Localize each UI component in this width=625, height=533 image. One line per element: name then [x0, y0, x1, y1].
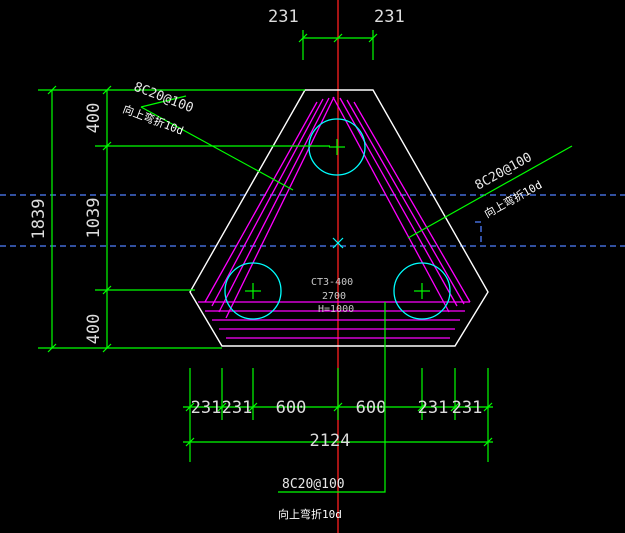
dimension-lines — [38, 30, 493, 462]
centroid-mark — [332, 237, 344, 249]
pile-centers — [245, 139, 430, 299]
bottom-dim-3: 600 — [276, 398, 307, 418]
rebar-right-leg — [332, 96, 471, 313]
left-dim-overall: 1839 — [29, 199, 49, 240]
rebar-callout-right: 8C20@100 向上弯折10d — [407, 145, 573, 239]
pile-cap-id: CT3-400 — [311, 277, 353, 288]
bottom-dim-5: 231 — [418, 398, 449, 418]
bottom-dim-6: 231 — [452, 398, 483, 418]
bottom-dim-2: 231 — [222, 398, 253, 418]
rebar-callout-3-spec: 8C20@100 — [282, 477, 345, 492]
rebar-callout-3-note: 向上弯折10d — [278, 507, 342, 521]
hidden-line-tick — [475, 221, 482, 246]
pile-left — [224, 262, 282, 320]
piles — [224, 118, 451, 320]
bottom-dim-total: 2124 — [310, 431, 351, 451]
rebar-callout-top-left: 8C20@100 向上弯折10d — [121, 80, 294, 191]
left-dim-bottom: 400 — [84, 314, 104, 345]
bottom-dim-1: 231 — [191, 398, 222, 418]
rebar-left-leg — [204, 96, 335, 319]
top-dim-left: 231 — [268, 7, 299, 27]
dimension-texts: 231 231 1839 400 1039 400 231 231 600 60… — [29, 7, 482, 451]
pile-top — [308, 118, 366, 176]
left-dim-top: 400 — [84, 103, 104, 134]
rebar-strands — [198, 96, 471, 339]
rebar-bottom-leg — [198, 301, 470, 339]
left-dim-middle: 1039 — [84, 198, 104, 239]
top-dim-right: 231 — [374, 7, 405, 27]
hidden-lines — [0, 194, 625, 247]
pile-cap-height: H=1000 — [318, 304, 354, 315]
pile-right — [393, 262, 451, 320]
bottom-dim-4: 600 — [356, 398, 387, 418]
rebar-callout-bottom: 8C20@100 向上弯折10d — [278, 302, 386, 521]
pile-cap-outline — [189, 89, 489, 347]
pile-cap-size: 2700 — [322, 291, 346, 302]
